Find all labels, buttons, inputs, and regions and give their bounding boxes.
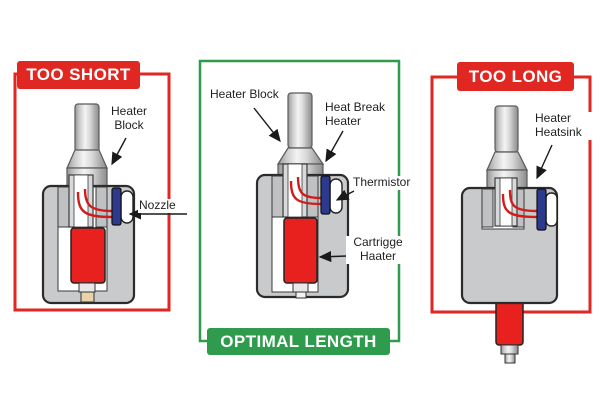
- heater-wire: [76, 191, 113, 219]
- heater-wire: [83, 188, 113, 213]
- label-heater-block-left: Heater Block: [103, 104, 155, 133]
- hotend-illustration-too-long: [460, 105, 559, 364]
- leader-arrow-heater-block-1: [111, 137, 127, 166]
- thermistor-notch: [545, 192, 558, 227]
- heatsink-barrel: [276, 92, 325, 177]
- heat-break-tube: [282, 163, 308, 218]
- label-thermistor: Thermistor: [352, 175, 412, 190]
- thermistor-bar: [536, 188, 547, 231]
- heatsink-barrel: [486, 105, 528, 190]
- leader-arrows: [111, 107, 553, 263]
- badge-too-long: TOO LONG: [457, 62, 574, 91]
- leader-arrow-heat-break: [325, 130, 344, 163]
- cartridge-heater-protruding: [495, 297, 524, 346]
- label-cartridge-heater: Cartrigge Haater: [346, 235, 410, 264]
- nozzle-stub: [78, 282, 96, 293]
- label-heater-heatsink: Heater Heatsink: [534, 111, 592, 140]
- nozzle-collar: [500, 344, 519, 355]
- cartridge-heater-short: [70, 227, 106, 284]
- hotend-illustration-too-short: [41, 103, 136, 305]
- label-heat-break-heater: Heat Break Heater: [324, 100, 396, 129]
- heater-wire: [296, 176, 322, 200]
- nozzle-tip: [295, 291, 307, 299]
- badge-too-short: TOO SHORT: [17, 61, 140, 89]
- heater-wire: [501, 193, 538, 219]
- heater-wire: [289, 180, 322, 206]
- heat-break-tube: [68, 174, 94, 228]
- nozzle-tip: [504, 353, 516, 364]
- badge-optimal-length: OPTIMAL LENGTH: [207, 328, 390, 355]
- thermistor-bar: [320, 175, 331, 215]
- thermistor-notch: [329, 178, 343, 214]
- cartridge-heater-optimal: [283, 217, 318, 284]
- heat-break-tube: [494, 177, 518, 227]
- leader-arrow-heatsink: [536, 144, 553, 180]
- hotend-illustration-optimal: [255, 92, 350, 299]
- leader-arrow-cartridge: [318, 250, 348, 263]
- nozzle-stub: [292, 282, 309, 293]
- thermistor-notch: [120, 190, 134, 224]
- nozzle-tip: [80, 291, 95, 303]
- heater-wire: [508, 189, 538, 213]
- thermistor-bar: [111, 187, 122, 226]
- label-nozzle: Nozzle: [138, 198, 177, 213]
- leader-arrow-heater-block-2: [253, 107, 281, 143]
- label-heater-block-mid: Heater Block: [209, 87, 280, 102]
- leader-arrow-thermistor: [335, 189, 355, 201]
